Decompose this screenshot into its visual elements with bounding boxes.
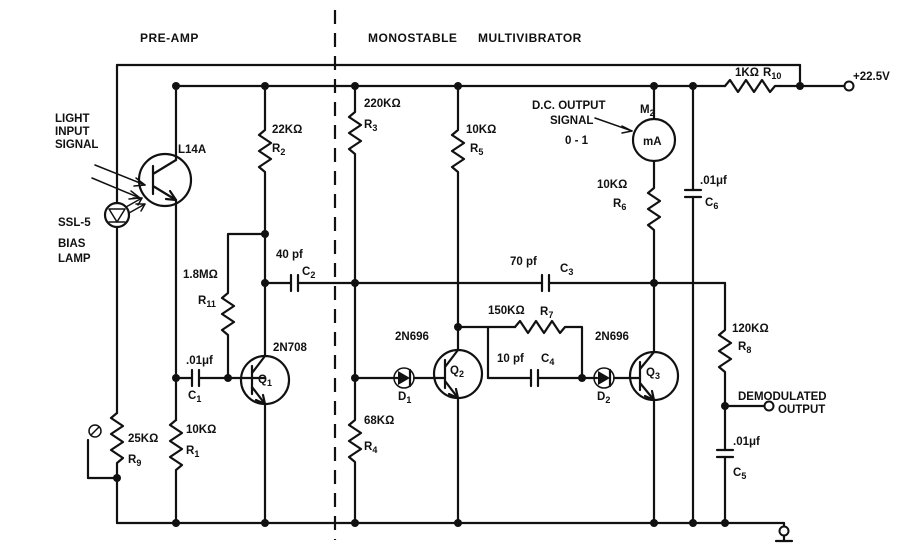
light-input-line3: SIGNAL xyxy=(55,139,98,151)
c4-name: C4 xyxy=(541,353,554,367)
r9-value: 25KΩ xyxy=(128,433,158,445)
output-terminal xyxy=(763,400,775,412)
q3-type: 2N696 xyxy=(595,331,629,343)
r9-wiper-icon xyxy=(86,424,119,480)
output-label-line1: DEMODULATED xyxy=(738,391,827,403)
c2-value: 40 pf xyxy=(276,249,303,261)
bias-lamp-line2: LAMP xyxy=(58,253,91,265)
resistor-r7 xyxy=(513,319,584,380)
q3-name: Q3 xyxy=(646,367,660,381)
resistor-r8 xyxy=(717,281,733,452)
ground-rail xyxy=(115,521,794,543)
c2-name: C2 xyxy=(302,266,315,280)
d1-name: D1 xyxy=(398,391,411,405)
meter-unit: mA xyxy=(643,136,662,148)
ssl5-label: SSL-5 xyxy=(58,217,91,229)
section-multivibrator-label: MULTIVIBRATOR xyxy=(478,31,582,45)
c4-value: 10 pf xyxy=(497,353,524,365)
meter-name: M2 xyxy=(640,104,655,118)
q2-name: Q2 xyxy=(450,365,464,379)
r4-value: 68KΩ xyxy=(364,415,394,427)
r11-name: R11 xyxy=(198,295,216,309)
r7-name: R7 xyxy=(540,306,553,320)
r6-name: R6 xyxy=(613,198,626,212)
transistor-q3-icon xyxy=(628,350,680,525)
r5-value: 10KΩ xyxy=(466,124,496,136)
transistor-q2-icon xyxy=(432,348,484,525)
c1-name: C1 xyxy=(188,390,201,404)
meter-label-line3: 0 - 1 xyxy=(565,135,589,147)
resistor-r6 xyxy=(646,159,662,354)
q1-name: Q1 xyxy=(258,374,272,388)
phototransistor-l14a-icon xyxy=(137,84,193,422)
milliammeter-m2-icon xyxy=(594,117,677,163)
r1-value: 10KΩ xyxy=(186,424,216,436)
resistor-r5 xyxy=(450,84,466,352)
r9-name: R9 xyxy=(128,454,141,468)
resistor-r4 xyxy=(347,281,363,525)
c6-value: .01μf xyxy=(700,175,727,187)
r8-value: 120KΩ xyxy=(732,323,769,335)
r3-name: R3 xyxy=(364,119,377,133)
section-monostable-label: MONOSTABLE xyxy=(368,31,457,45)
c3-value: 70 pf xyxy=(510,256,537,268)
d2-name: D2 xyxy=(597,391,610,405)
transistor-q1-icon xyxy=(239,338,291,525)
resistor-r1 xyxy=(168,418,184,525)
output-label-line2: OUTPUT xyxy=(778,404,825,416)
resistor-r11 xyxy=(220,232,267,380)
bias-lamp-line1: BIAS xyxy=(58,238,86,250)
r1-name: R1 xyxy=(186,445,199,459)
r10-value: 1KΩ xyxy=(735,67,759,79)
r5-name: R5 xyxy=(470,143,483,157)
meter-label-line1: D.C. OUTPUT xyxy=(532,100,605,112)
r7-value: 150KΩ xyxy=(488,305,525,317)
meter-label-line2: SIGNAL xyxy=(550,115,593,127)
bias-lamp-led-icon xyxy=(103,197,146,229)
junction-dots xyxy=(113,82,804,527)
c1-value: .01μf xyxy=(186,355,213,367)
potentiometer-r9 xyxy=(109,411,125,525)
section-preamp-label: PRE-AMP xyxy=(140,31,199,45)
r4-name: R4 xyxy=(364,441,377,455)
c5-value: .01μf xyxy=(733,436,760,448)
c5-name: C5 xyxy=(733,467,746,481)
r2-value: 22KΩ xyxy=(272,124,302,136)
resistor-r2 xyxy=(257,84,273,236)
r8-name: R8 xyxy=(738,341,751,355)
resistor-r3 xyxy=(347,84,363,285)
q2-type: 2N696 xyxy=(395,331,429,343)
r10-name: R10 xyxy=(763,67,781,81)
l14a-label: L14A xyxy=(178,144,206,156)
r11-value: 1.8MΩ xyxy=(183,269,218,281)
c6-name: C6 xyxy=(705,197,718,211)
r2-name: R2 xyxy=(272,143,285,157)
light-input-arrows-icon xyxy=(91,164,146,200)
c3-name: C3 xyxy=(560,263,573,277)
r6-value: 10KΩ xyxy=(597,179,627,191)
light-input-line1: LIGHT xyxy=(55,113,90,125)
supply-voltage-label: +22.5V xyxy=(853,71,890,83)
q1-type: 2N708 xyxy=(273,342,307,354)
r3-value: 220KΩ xyxy=(364,98,401,110)
light-input-line2: INPUT xyxy=(55,126,90,138)
resistor-r10 xyxy=(723,78,782,94)
